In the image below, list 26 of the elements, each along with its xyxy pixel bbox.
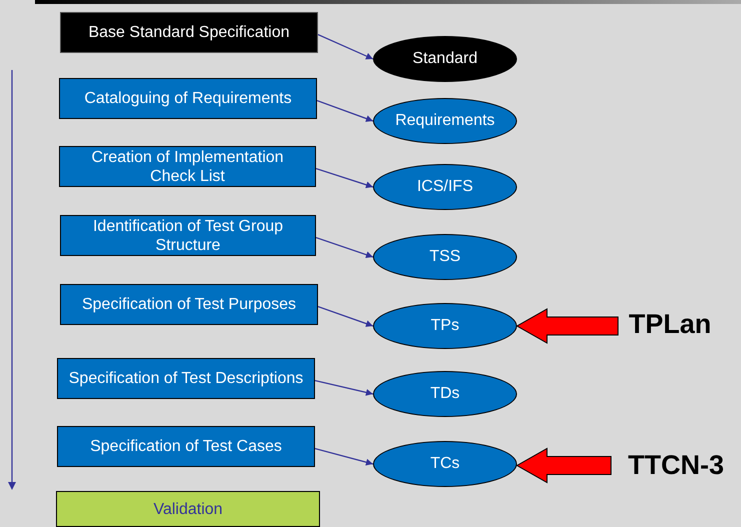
process-box: Creation of Implementation Check List xyxy=(59,146,316,187)
arrow xyxy=(318,34,374,60)
arrow xyxy=(316,100,374,122)
process-box: Specification of Test Purposes xyxy=(60,284,318,325)
arrow xyxy=(314,448,374,466)
process-box: Identification of Test Group Structure xyxy=(60,215,316,256)
process-box: Cataloguing of Requirements xyxy=(59,78,317,119)
result-ellipse: Standard xyxy=(373,36,517,82)
process-box: Validation xyxy=(56,491,320,527)
process-box: Specification of Test Descriptions xyxy=(57,358,315,399)
notation-label: TTCN-3 xyxy=(611,449,741,485)
arrow xyxy=(318,306,374,327)
result-ellipse: TCs xyxy=(373,441,517,487)
result-ellipse: TSS xyxy=(373,234,517,280)
block-arrow xyxy=(516,308,618,344)
arrow xyxy=(316,236,374,258)
result-ellipse: Requirements xyxy=(373,98,517,144)
result-ellipse: TPs xyxy=(373,303,517,349)
arrow xyxy=(314,380,374,396)
block-arrow xyxy=(516,448,612,484)
process-box: Specification of Test Cases xyxy=(57,426,315,467)
process-box: Base Standard Specification xyxy=(60,12,318,53)
arrow xyxy=(316,168,374,188)
result-ellipse: TDs xyxy=(373,371,517,417)
notation-label: TPLan xyxy=(618,308,722,344)
result-ellipse: ICS/IFS xyxy=(373,164,517,210)
